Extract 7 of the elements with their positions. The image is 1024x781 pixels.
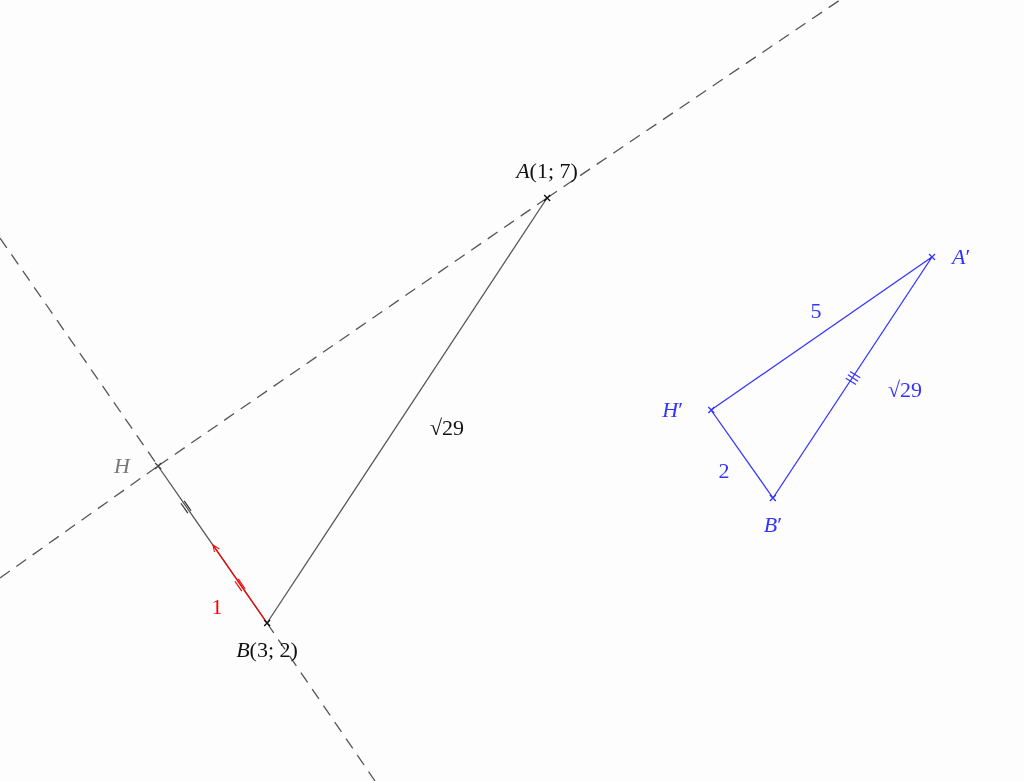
- point-label: H′: [662, 399, 683, 421]
- point-label: H: [114, 455, 130, 477]
- point-label: B′: [763, 514, 783, 536]
- point-label: A(1; 7): [516, 160, 578, 182]
- segment-line: [710, 409, 774, 499]
- point-label: B(3; 2): [236, 639, 298, 661]
- point-label: A′: [952, 246, 971, 268]
